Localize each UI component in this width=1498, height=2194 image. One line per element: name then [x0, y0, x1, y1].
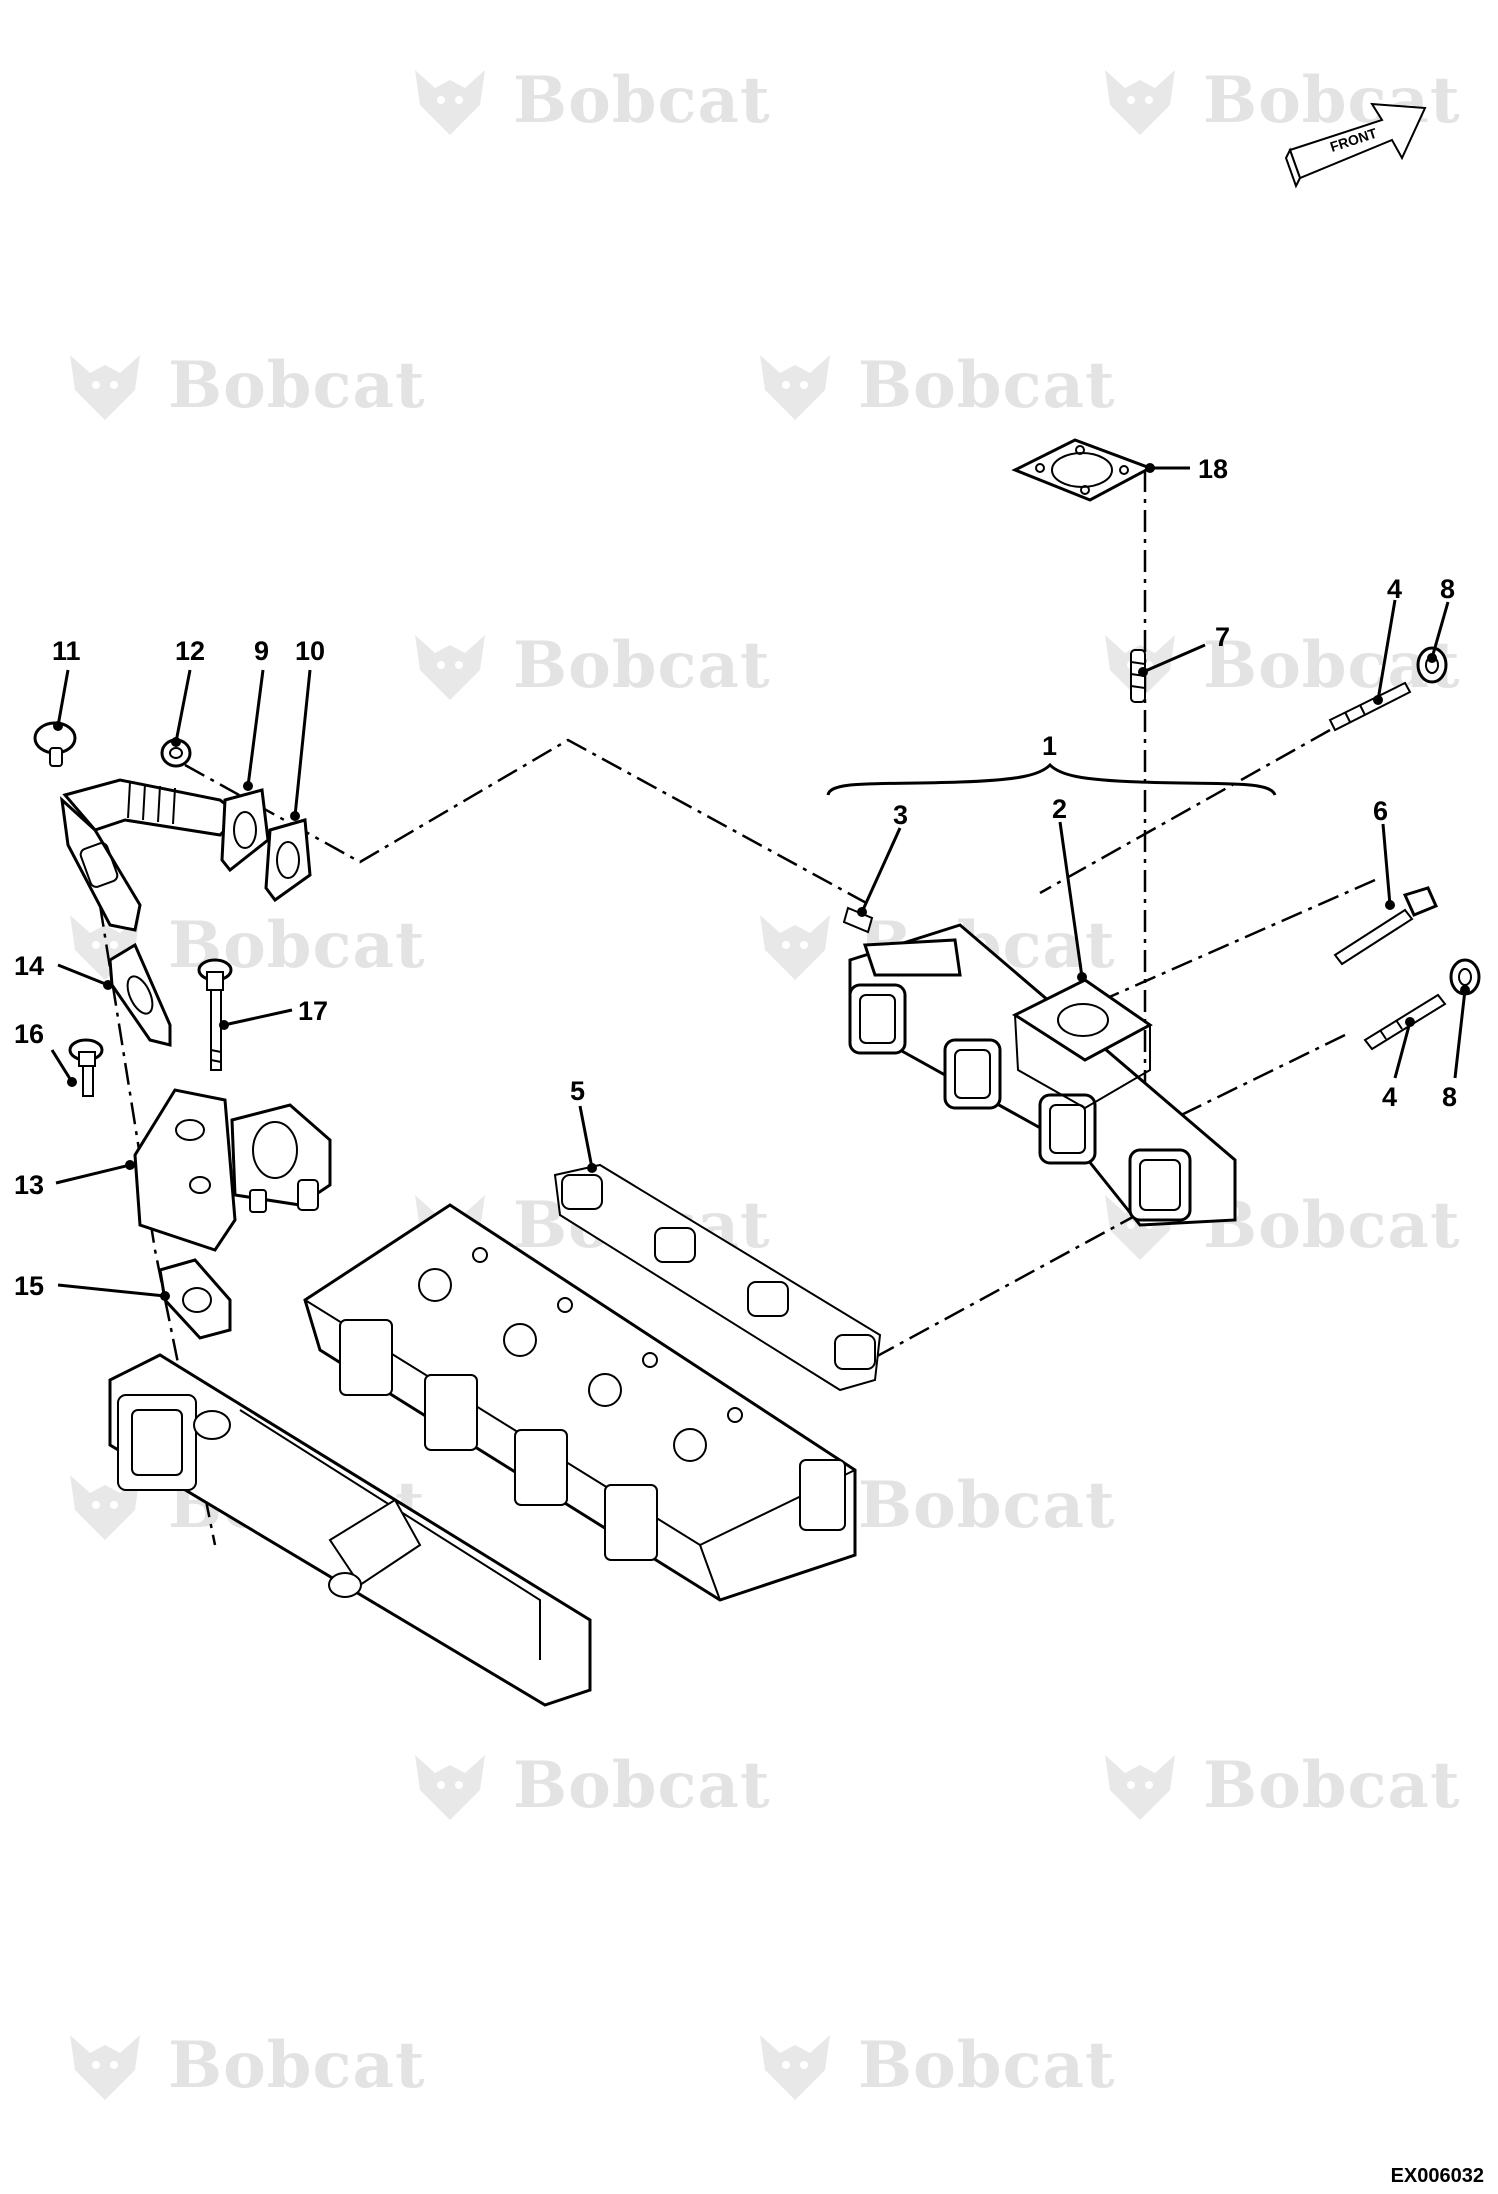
callout-7: 7 [1138, 622, 1230, 677]
egr-pipe-part [59, 778, 243, 932]
callout-11-label: 11 [52, 636, 81, 666]
bobcat-watermark: Bobcat [60, 2025, 426, 2105]
watermark-text: Bobcat [858, 1467, 1116, 1543]
bobcat-logo-icon [70, 915, 140, 980]
callout-18: 18 [1145, 454, 1228, 484]
callout-8-lower: 8 [1442, 985, 1470, 1112]
callout-8-upper-label: 8 [1440, 574, 1455, 604]
bobcat-watermark: Bobcat [405, 1745, 771, 1825]
callout-5-label: 5 [570, 1076, 585, 1106]
callout-4-upper: 4 [1373, 574, 1402, 705]
callout-14: 14 [14, 951, 113, 990]
bobcat-logo-icon [1105, 1755, 1175, 1820]
callout-1-label: 1 [1042, 731, 1057, 761]
callout-2: 2 [1052, 794, 1087, 982]
watermark-text: Bobcat [513, 627, 771, 703]
callout-16: 16 [14, 1019, 77, 1087]
callout-6-label: 6 [1373, 796, 1388, 826]
bobcat-watermark: Bobcat [1095, 1185, 1461, 1265]
bobcat-logo-icon [70, 2035, 140, 2100]
callout-12-label: 12 [175, 636, 205, 666]
watermark-text: Bobcat [168, 347, 426, 423]
watermark-text: Bobcat [858, 347, 1116, 423]
long-mounting-bolt-part [197, 958, 233, 1071]
callout-6: 6 [1373, 796, 1395, 910]
callout-12: 12 [171, 636, 205, 747]
callout-10-label: 10 [295, 636, 325, 666]
flange-gasket-part [1011, 438, 1154, 502]
bobcat-logo-icon [415, 635, 485, 700]
front-direction-arrow: FRONT [1284, 102, 1427, 189]
watermark-text: Bobcat [1203, 1187, 1461, 1263]
callout-17: 17 [219, 996, 328, 1030]
egr-valve-lower-gasket-part [158, 1258, 232, 1340]
callout-15: 15 [14, 1271, 170, 1301]
bobcat-watermark: Bobcat [1095, 1745, 1461, 1825]
callout-4-lower-label: 4 [1382, 1082, 1397, 1112]
bobcat-logo-icon [70, 355, 140, 420]
manifold-gasket-part [553, 1163, 882, 1392]
upper-stud-part [1328, 681, 1412, 732]
egr-valve-part [133, 1088, 332, 1252]
bobcat-logo-icon [415, 70, 485, 135]
callout-8-lower-label: 8 [1442, 1082, 1457, 1112]
pipe-gasket-right-part [264, 818, 312, 903]
bobcat-watermark: Bobcat [60, 345, 426, 425]
short-mounting-bolt-part [68, 1038, 104, 1097]
watermark-text: Bobcat [513, 1747, 771, 1823]
callout-9: 9 [243, 636, 269, 791]
bobcat-logo-icon [415, 1755, 485, 1820]
watermark-text: Bobcat [168, 2027, 426, 2103]
cylinder-head-part [303, 1203, 857, 1602]
long-bolt-part [1333, 886, 1438, 966]
assembly-centerlines [98, 470, 1376, 1546]
callout-11: 11 [52, 636, 81, 731]
bobcat-logo-icon [760, 915, 830, 980]
callout-4-lower: 4 [1382, 1017, 1415, 1112]
callout-17-label: 17 [298, 996, 328, 1026]
pipe-gasket-left-part [220, 788, 270, 873]
callout-9-label: 9 [254, 636, 269, 666]
watermark-text: Bobcat [1203, 1747, 1461, 1823]
callout-4-upper-label: 4 [1387, 574, 1402, 604]
bobcat-watermark: Bobcat [405, 60, 771, 140]
watermark-text: Bobcat [513, 62, 771, 138]
callout-2-label: 2 [1052, 794, 1067, 824]
bobcat-watermark: Bobcat [750, 2025, 1116, 2105]
callout-8-upper: 8 [1427, 574, 1455, 663]
upper-nut-part [1416, 646, 1448, 684]
watermark-text: Bobcat [858, 2027, 1116, 2103]
callout-7-label: 7 [1215, 622, 1230, 652]
bobcat-logo-icon [760, 2035, 830, 2100]
intake-manifold-part [108, 1353, 592, 1707]
callout-13-label: 13 [14, 1170, 44, 1200]
bobcat-watermark: Bobcat [405, 625, 771, 705]
callout-18-label: 18 [1198, 454, 1228, 484]
connector-nut-part [33, 721, 77, 767]
callout-3: 3 [857, 800, 908, 917]
bobcat-logo-icon [760, 355, 830, 420]
callout-3-label: 3 [893, 800, 908, 830]
callout-15-label: 15 [14, 1271, 44, 1301]
callout-14-label: 14 [14, 951, 44, 981]
callout-10: 10 [290, 636, 325, 821]
callout-5: 5 [570, 1076, 597, 1173]
bobcat-logo-icon [70, 1475, 140, 1540]
callout-1: 1 [826, 731, 1277, 796]
drawing-code: EX006032 [1390, 2165, 1484, 2187]
callout-13: 13 [14, 1160, 135, 1200]
bobcat-watermark: Bobcat [750, 345, 1116, 425]
bobcat-logo-icon [1105, 70, 1175, 135]
callout-16-label: 16 [14, 1019, 44, 1049]
exhaust-manifold-part [848, 923, 1237, 1227]
